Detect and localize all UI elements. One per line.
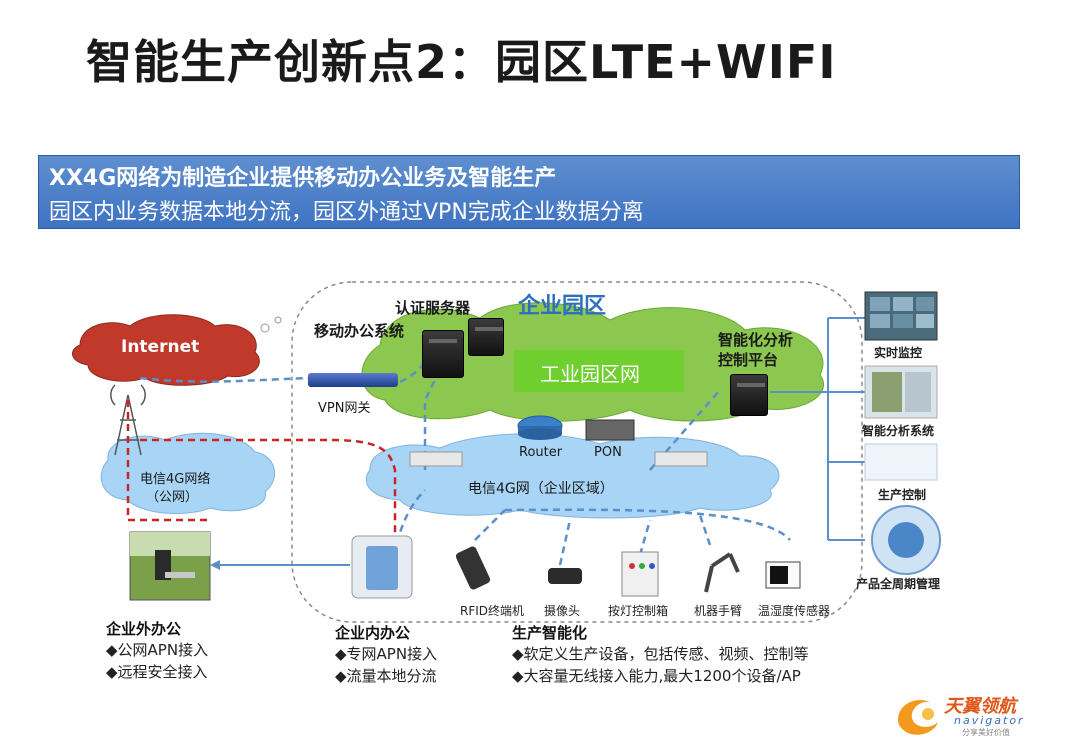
andon-box-icon [621, 551, 659, 597]
right-item-lifecycle: 产品全周期管理 [856, 577, 941, 591]
auth-server-icon [468, 318, 504, 356]
device-camera-label: 摄像头 [544, 604, 581, 618]
industrial-net-box: 工业园区网 [514, 350, 684, 392]
section-inside-office: 企业内办公 ◆专网APN接入 ◆流量本地分流 [335, 622, 437, 687]
device-sensor-label: 温湿度传感器 [758, 604, 831, 618]
park-boundary [291, 281, 863, 623]
vpn-gateway-icon [308, 373, 398, 387]
internet-cloud [72, 314, 260, 386]
device-andon-label: 按灯控制箱 [608, 604, 669, 618]
smart-platform-server-icon [730, 374, 768, 416]
pon-label: PON [594, 445, 622, 460]
telecom-public-label-2: （公网） [146, 490, 199, 505]
section-production-item: ◆软定义生产设备，包括传感、视频、控制等 [512, 645, 809, 663]
access-point-left [409, 451, 463, 467]
right-item-monitor: 实时监控 [874, 346, 923, 360]
banner-line-1: XX4G网络为制造企业提供移动办公业务及智能生产 [49, 166, 557, 191]
section-inside-item: ◆流量本地分流 [335, 667, 437, 685]
cell-tower [110, 384, 146, 456]
section-production: 生产智能化 ◆软定义生产设备，包括传感、视频、控制等 ◆大容量无线接入能力,最大… [512, 622, 809, 687]
rfid-terminal-icon [455, 546, 491, 590]
section-inside-heading: 企业内办公 [335, 624, 411, 642]
device-robot-label: 机器手臂 [694, 604, 743, 618]
device-rfid-label: RFID终端机 [460, 604, 525, 618]
section-outside-item: ◆公网APN接入 [106, 641, 209, 659]
logo-sub: navigator [954, 714, 1025, 727]
section-production-heading: 生产智能化 [512, 624, 588, 642]
logo-tagline: 分享美好价值 [962, 728, 1010, 737]
internet-label: Internet [121, 337, 200, 357]
smart-platform-label-1: 智能化分析 [718, 331, 794, 349]
robot-arm-icon [704, 552, 740, 593]
section-outside-heading: 企业外办公 [106, 620, 182, 638]
vpn-gateway-label: VPN网关 [318, 401, 371, 416]
logo-name: 天翼领航 [944, 696, 1016, 717]
section-outside-item: ◆远程安全接入 [106, 663, 208, 681]
park-label: 企业园区 [518, 294, 607, 319]
page-title: 智能生产创新点2：园区LTE+WIFI [86, 35, 837, 89]
navigator-logo: 天翼领航 navigator 分享美好价值 [888, 688, 1058, 740]
summary-banner: XX4G网络为制造企业提供移动办公业务及智能生产 园区内业务数据本地分流，园区外… [38, 155, 1020, 229]
industrial-net-label: 工业园区网 [540, 362, 640, 386]
telecom-public-label-1: 电信4G网络 [140, 472, 211, 487]
right-item-control: 生产控制 [878, 488, 927, 502]
control-thumb [864, 443, 938, 481]
mobile-office-label: 移动办公系统 [314, 322, 405, 340]
access-point-right [654, 451, 708, 467]
pon-icon [585, 419, 635, 441]
banner-line-2: 园区内业务数据本地分流，园区外通过VPN完成企业数据分离 [49, 200, 644, 225]
telecom-enterprise-cloud [365, 433, 780, 519]
auth-server-label: 认证服务器 [395, 299, 471, 317]
section-outside-office: 企业外办公 ◆公网APN接入 ◆远程安全接入 [106, 618, 208, 683]
lifecycle-icon [871, 505, 941, 575]
logo-swirl-icon [898, 700, 938, 735]
section-inside-item: ◆专网APN接入 [335, 645, 438, 663]
telecom-enterprise-label: 电信4G网（企业区域） [468, 481, 614, 497]
right-item-analysis: 智能分析系统 [862, 424, 935, 438]
mobile-office-server-icon [422, 330, 464, 378]
camera-icon [548, 568, 582, 584]
router-label: Router [519, 445, 563, 460]
section-production-item: ◆大容量无线接入能力,最大1200个设备/AP [512, 667, 801, 685]
smart-platform-label-2: 控制平台 [718, 351, 779, 369]
